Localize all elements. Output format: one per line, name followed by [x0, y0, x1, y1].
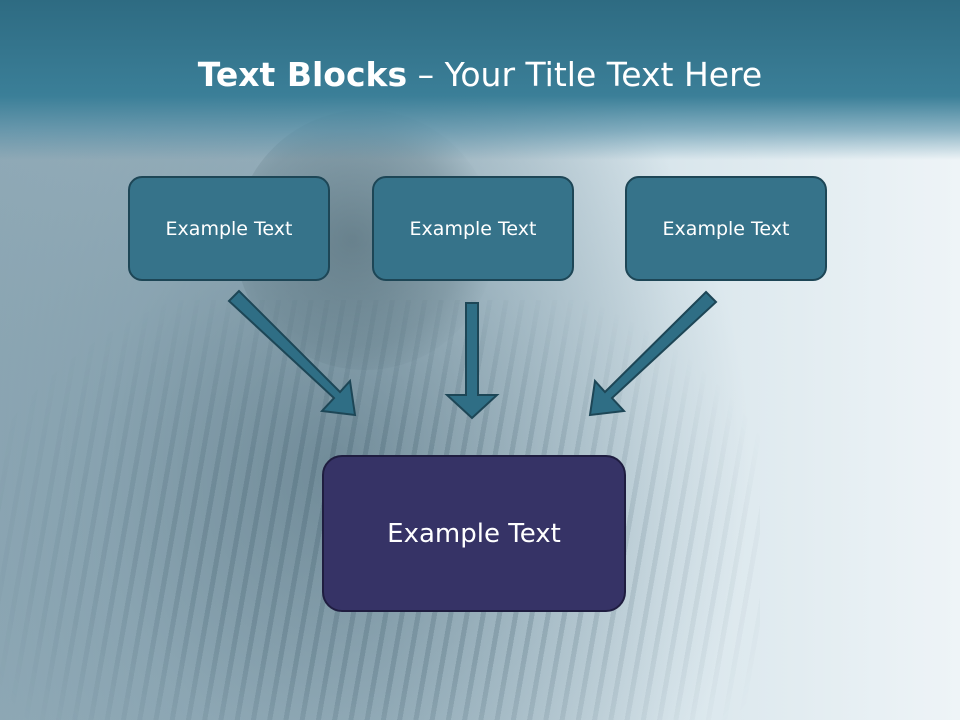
text-block-left-label: Example Text: [165, 217, 293, 240]
text-block-left[interactable]: Example Text: [128, 176, 330, 281]
text-block-right[interactable]: Example Text: [625, 176, 827, 281]
arrow-down-right-icon: [227, 289, 357, 417]
header-band: [0, 0, 960, 160]
target-text-block-label: Example Text: [387, 518, 561, 549]
arrow-down-left-icon: [588, 290, 718, 417]
slide-title: Text Blocks – Your Title Text Here: [0, 52, 960, 98]
text-block-center-label: Example Text: [409, 217, 537, 240]
slide-title-rest: – Your Title Text Here: [407, 55, 763, 94]
text-block-right-label: Example Text: [662, 217, 790, 240]
slide-title-bold: Text Blocks: [197, 55, 408, 94]
target-text-block[interactable]: Example Text: [322, 455, 626, 612]
arrow-down-icon: [444, 302, 500, 420]
text-block-center[interactable]: Example Text: [372, 176, 574, 281]
